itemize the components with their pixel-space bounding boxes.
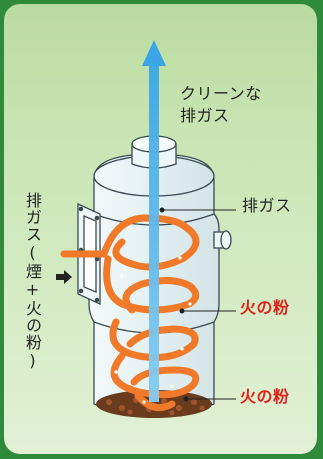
inlet-arrow (56, 270, 72, 284)
spark-arrester-diagram (56, 40, 236, 418)
clean-gas-arrow (142, 40, 166, 402)
clean-gas-label-line2: 排ガス (180, 106, 230, 125)
inlet-gas-label: 排ガス(煙+火の粉) (23, 192, 42, 371)
exhaust-gas-label: 排ガス (242, 196, 292, 215)
diagram-panel: クリーンな 排ガス 排ガス 排ガス(煙+火の粉) 火の粉 火の粉 (4, 4, 317, 454)
sparks-lower-label: 火の粉 (240, 387, 290, 406)
side-port (213, 230, 232, 250)
leader-lines (159, 207, 236, 402)
clean-gas-label-line1: クリーンな (180, 84, 262, 103)
sparks-upper-label: 火の粉 (240, 298, 290, 317)
